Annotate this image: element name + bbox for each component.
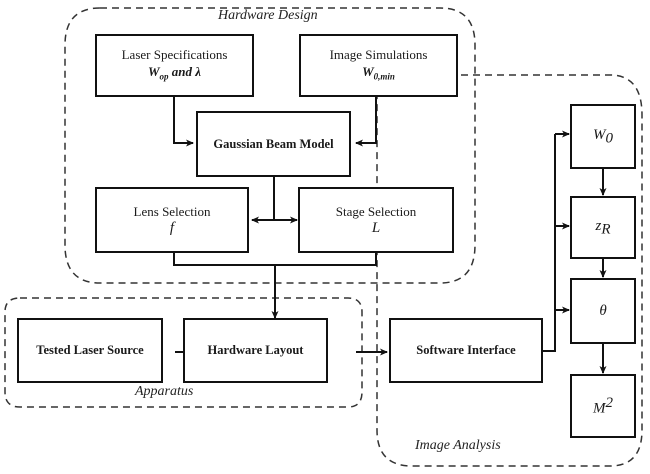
laser-specifications-title: Laser Specifications [121, 46, 228, 62]
lens-selection-title: Lens Selection [133, 204, 211, 219]
stage-selection-param: L [371, 220, 381, 236]
gaussian-beam-model-title: Gaussian Beam Model [213, 136, 334, 151]
software-interface-box: Software Interface [389, 318, 543, 383]
hardware-layout-title: Hardware Layout [207, 343, 304, 357]
apparatus-group-outline [4, 297, 363, 408]
hardware-design-group-outline [64, 7, 476, 284]
m2-label: M2 [593, 394, 613, 417]
hardware-layout-box: Hardware Layout [183, 318, 328, 383]
stage-selection-title: Stage Selection [335, 204, 417, 219]
theta-box: θ [570, 278, 636, 344]
software-interface-title: Software Interface [416, 343, 516, 357]
stage-selection-box: Stage Selection L [298, 187, 454, 253]
arrow-image-sim-to-gaussian [355, 96, 377, 147]
laser-specifications-box: Laser Specifications Wop and λ [95, 34, 254, 97]
apparatus-label: Apparatus [135, 384, 194, 399]
image-simulations-title: Image Simulations [329, 46, 428, 62]
lens-selection-box: Lens Selection f [95, 187, 249, 253]
image-analysis-label: Image Analysis [415, 438, 501, 453]
arrow-laser-spec-to-gaussian [173, 96, 194, 147]
zr-box: zR [570, 196, 636, 259]
hardware-design-label: Hardware Design [218, 8, 318, 23]
connector-software-up [543, 134, 556, 352]
w0-box: W0 [570, 104, 636, 169]
gaussian-beam-model-box: Gaussian Beam Model [196, 111, 351, 177]
theta-label: θ [599, 302, 607, 319]
tested-laser-source-title: Tested Laser Source [36, 343, 144, 357]
w0-label: W0 [593, 126, 613, 147]
laser-specifications-param: Wop and λ [147, 63, 202, 82]
image-analysis-group-outline [376, 74, 643, 467]
image-simulations-box: Image Simulations W0,min [299, 34, 458, 97]
image-simulations-param: W0,min [362, 63, 395, 82]
lens-selection-param: f [169, 220, 175, 236]
zr-label: zR [595, 217, 611, 238]
m2-box: M2 [570, 374, 636, 438]
connector-lens-stage-merge [173, 252, 377, 266]
tested-laser-source-box: Tested Laser Source [17, 318, 163, 383]
